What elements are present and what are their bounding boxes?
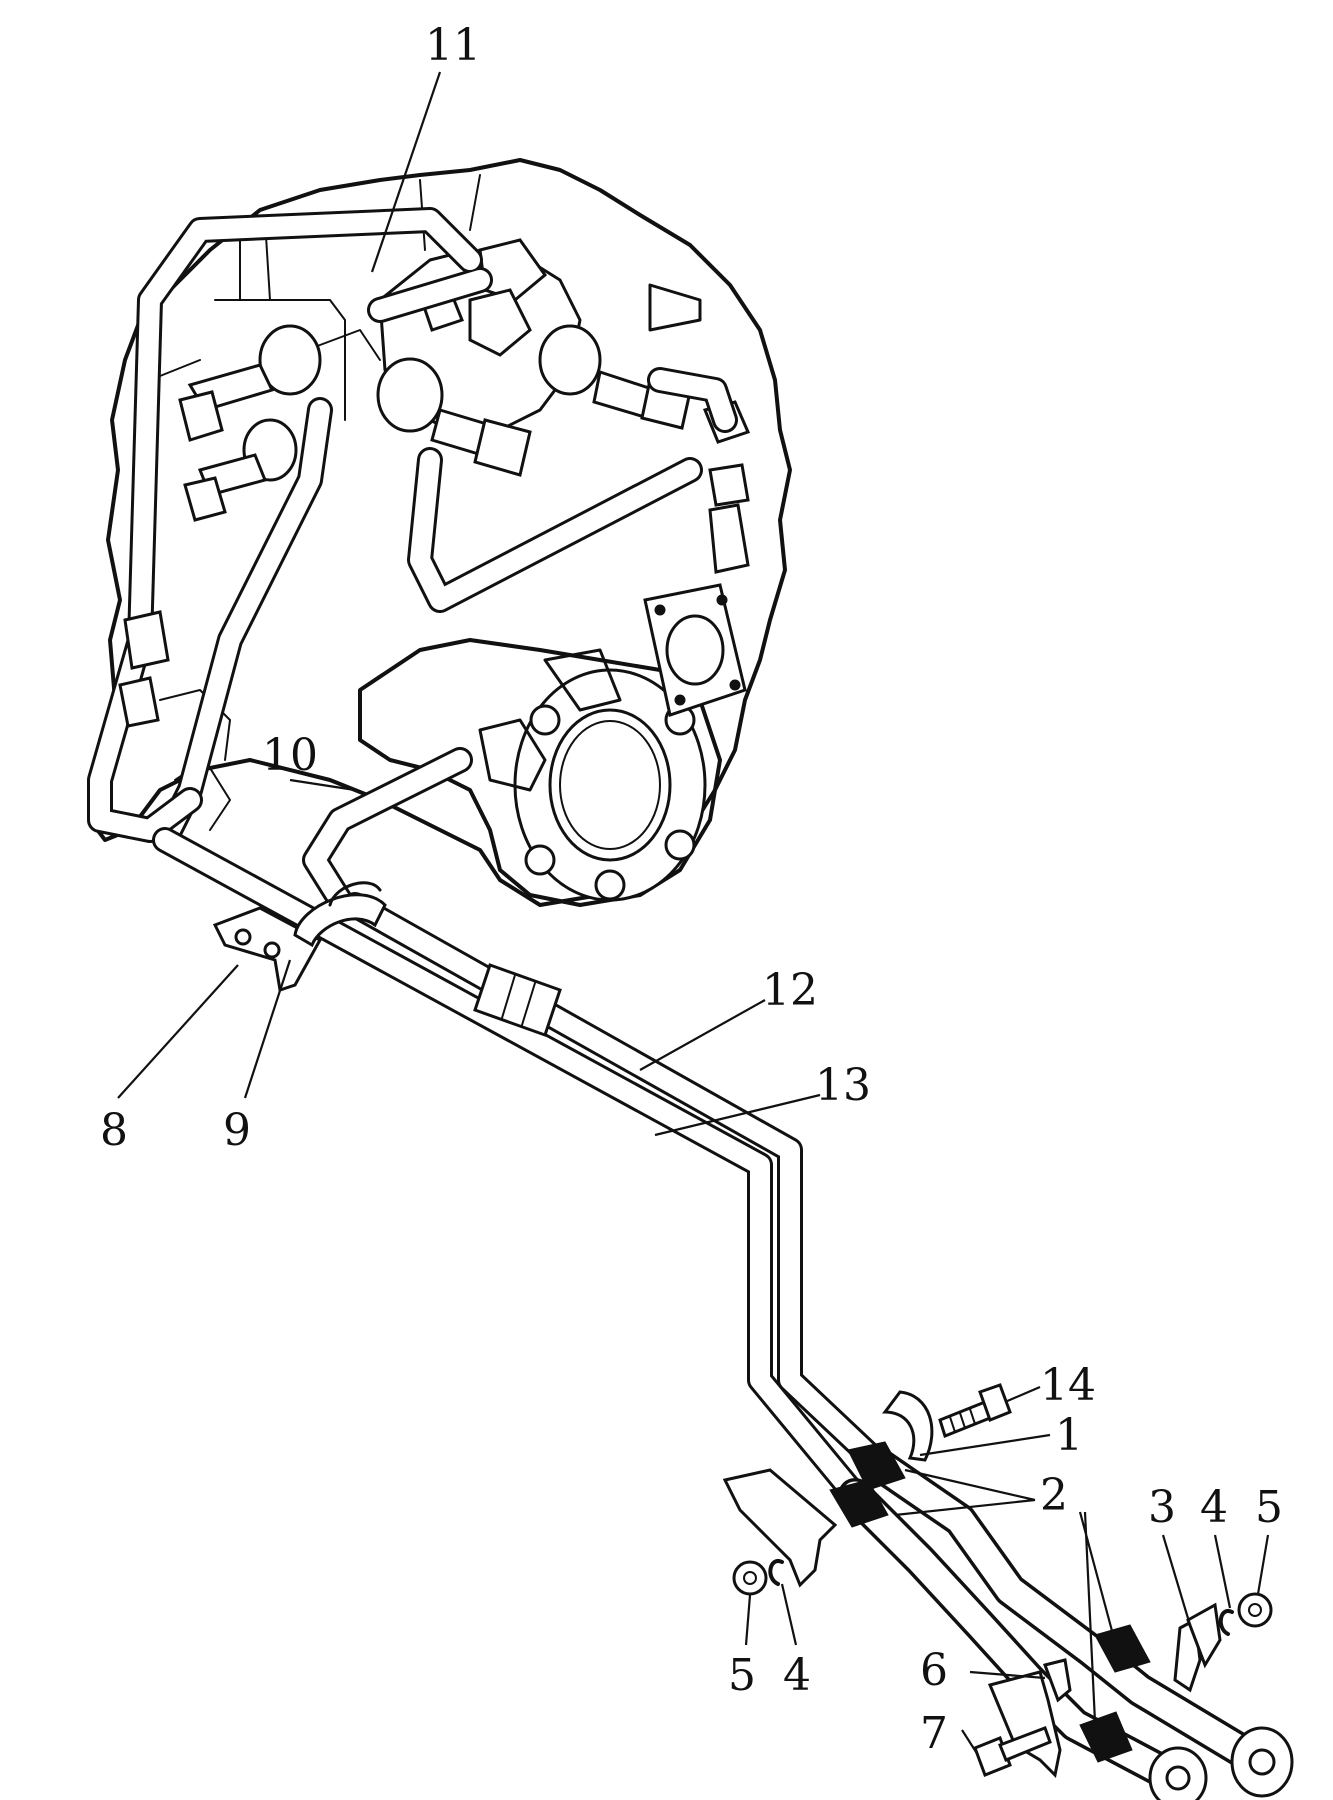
callout-11: 11 — [425, 20, 481, 71]
callout-5-right: 5 — [1255, 1482, 1283, 1533]
bolt-14 — [938, 1383, 1012, 1438]
callout-6: 6 — [920, 1645, 948, 1696]
bracket-8 — [212, 906, 323, 992]
banjo-bolt-right — [538, 324, 692, 430]
callout-13: 13 — [815, 1060, 871, 1111]
banjo-bolt-center — [376, 357, 532, 477]
leader-lines — [117, 71, 1270, 1756]
callout-4-left: 4 — [783, 1650, 811, 1701]
callout-10: 10 — [262, 730, 318, 781]
callout-3: 3 — [1148, 1482, 1176, 1533]
clamp-1 — [882, 1390, 934, 1462]
nut-5-right — [1237, 1592, 1273, 1628]
sleeve-2 — [829, 1441, 1151, 1763]
clamp-plate-left — [722, 1468, 838, 1588]
callout-8: 8 — [100, 1105, 128, 1156]
pipe-union-nut — [473, 963, 562, 1037]
hose-end-nut — [1148, 1726, 1294, 1800]
pump-assembly — [358, 583, 747, 907]
washer-4-left — [768, 1559, 784, 1586]
clamp-3 — [1173, 1602, 1222, 1693]
clamp-6 — [987, 1658, 1072, 1779]
hose-upper — [863, 1448, 1257, 1767]
callout-1: 1 — [1055, 1410, 1083, 1461]
callout-9: 9 — [223, 1105, 251, 1156]
pipe-12 — [342, 892, 893, 1478]
transmission-housing — [88, 158, 792, 907]
banjo-bolt-left-upper — [178, 324, 322, 442]
washer-4-right — [1218, 1609, 1234, 1636]
banjo-bolt-left-lower — [183, 418, 298, 522]
pipe-10 — [302, 747, 473, 913]
callout-2: 2 — [1040, 1470, 1068, 1521]
nut-5-left — [732, 1560, 768, 1596]
callout-7: 7 — [920, 1708, 948, 1759]
callout-labels: 11 10 12 13 8 9 14 1 2 3 4 5 5 4 6 7 — [100, 20, 1283, 1759]
pipe-13 — [152, 827, 868, 1508]
pipe-11 — [87, 207, 738, 843]
bolt-7 — [973, 1726, 1052, 1777]
callout-14: 14 — [1040, 1360, 1096, 1411]
callout-5-left: 5 — [728, 1650, 756, 1701]
clamp-9 — [293, 881, 387, 948]
callout-12: 12 — [762, 965, 818, 1016]
callout-4-right: 4 — [1200, 1482, 1228, 1533]
